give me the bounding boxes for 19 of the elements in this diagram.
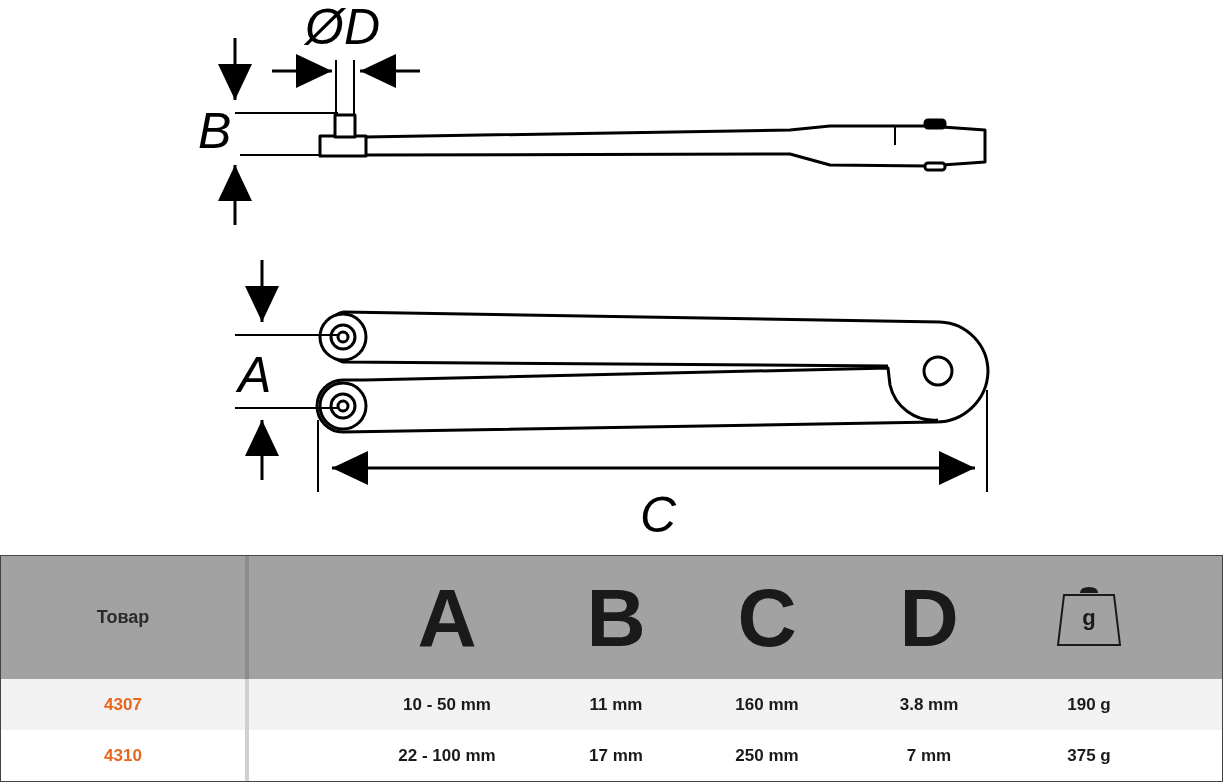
table-cell-text: 375 g xyxy=(1066,744,1112,767)
table-cell-text: 160 mm xyxy=(734,693,800,716)
table-cell-text: 10 - 50 mm xyxy=(402,693,492,716)
unit-label: g xyxy=(1081,603,1097,632)
product-code: 4310 xyxy=(1,730,249,781)
table-cell-text: 17 mm xyxy=(588,744,644,767)
dimension-label: B xyxy=(198,106,232,156)
table-cell-text: 190 g xyxy=(1066,693,1112,716)
table-cell-text: 7 mm xyxy=(905,744,953,767)
table-cell-text: 11 mm xyxy=(588,693,644,716)
column-header: D xyxy=(898,576,960,659)
column-header: C xyxy=(736,576,798,659)
column-header: A xyxy=(416,576,478,659)
table-cell-text: 250 mm xyxy=(734,744,800,767)
table-cell-text: 22 - 100 mm xyxy=(397,744,497,767)
dimension-label: ØD xyxy=(305,2,380,52)
table-cell-text: 3.8 mm xyxy=(898,693,960,716)
column-header: B xyxy=(585,576,647,659)
dimension-label: C xyxy=(640,490,677,540)
